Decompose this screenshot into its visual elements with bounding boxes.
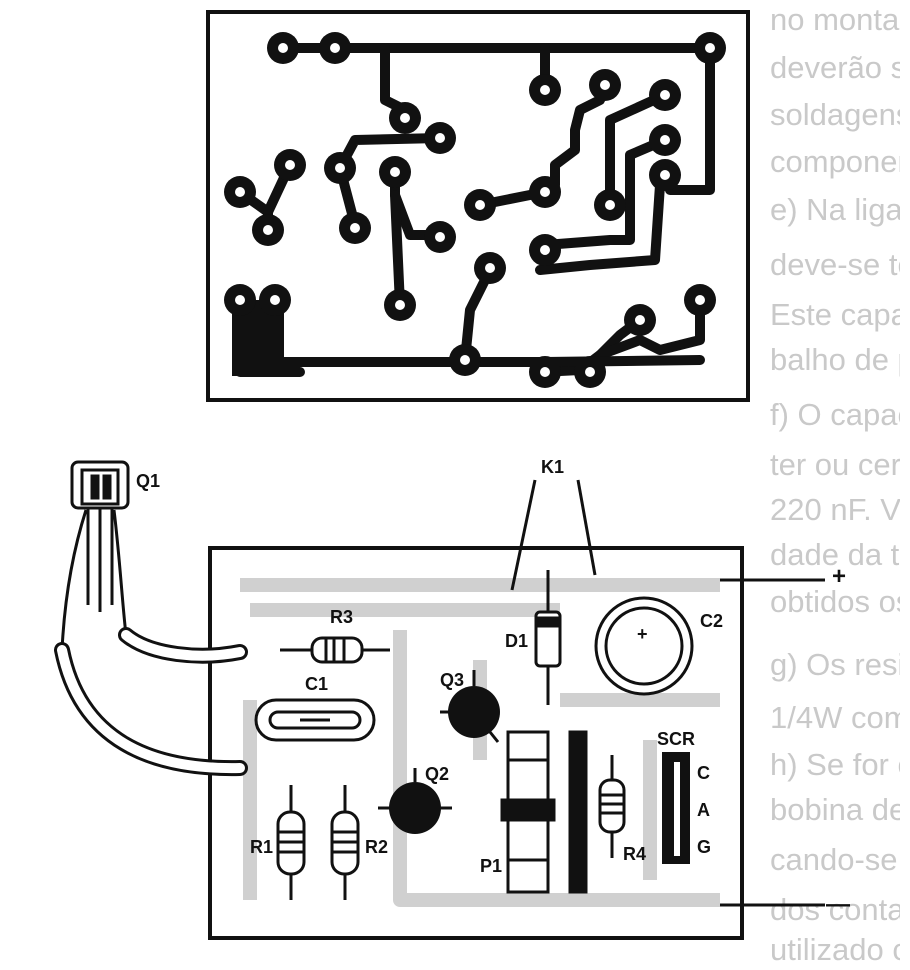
bg-line: soldagens é perigoso à integridade deste… <box>770 97 900 132</box>
label-minus: — <box>826 891 850 918</box>
bg-line: bobina deve ser feita com cuidado, ident… <box>770 792 900 827</box>
label-q2: Q2 <box>425 764 450 784</box>
label-scr: SCR <box>657 729 696 749</box>
bg-line: g) Os resistores são todos de 1/8W ou <box>770 647 900 682</box>
c2-capacitor <box>594 596 694 696</box>
bg-line: ter ou cerâmico, com valores entre 47 nF… <box>770 447 900 482</box>
q2-transistor <box>389 782 441 834</box>
label-scr-c: C <box>697 763 710 783</box>
bg-line: no montagem: todo a posição dos que <box>770 2 900 37</box>
bg-line: deve-se tomar cuidado com sua polaridade… <box>770 247 900 282</box>
bg-line: Este capacitor tem uma tensão de tra- <box>770 297 900 332</box>
bg-line: deverão ser soldados: o excesso de calor… <box>770 50 900 85</box>
pcb-component-layout <box>54 460 825 940</box>
label-q3: Q3 <box>440 670 465 690</box>
bg-line: dade da tensão do circuito, devem ser <box>770 537 900 572</box>
bg-line: 220 nF. Veja que este capacitor, da pola… <box>770 492 900 527</box>
label-r4: R4 <box>623 844 647 864</box>
label-c1: C1 <box>305 674 329 694</box>
q1-wires <box>54 627 248 777</box>
bg-line: f) O capacitor menor pode ser de poliést… <box>770 397 900 432</box>
label-p1: P1 <box>480 856 503 876</box>
r2-resistor <box>330 785 360 900</box>
bg-line: e) Na ligação do capacitor eletrolítico, <box>770 192 900 227</box>
r3-resistor <box>280 636 390 664</box>
c1-capacitor <box>254 698 376 742</box>
q2-leads <box>378 768 452 810</box>
label-scr-a: A <box>697 800 710 820</box>
copper-pad-holes <box>235 43 715 377</box>
q1-transistor <box>60 460 130 651</box>
bg-line: cando-se os terminais do mesmo. Os termi… <box>770 842 900 877</box>
label-plus: + <box>832 563 847 590</box>
label-c2: C2 <box>700 611 724 631</box>
label-r3: R3 <box>330 607 354 627</box>
label-k1: K1 <box>541 457 565 477</box>
label-q1: Q1 <box>136 471 161 491</box>
bg-line: 1/4W com tolerâncias de 10% ou 20%. <box>770 700 900 735</box>
k1-pointer-lines <box>510 479 597 591</box>
label-r1: R1 <box>250 837 274 857</box>
p1-trimmer <box>500 730 588 894</box>
q3-transistor <box>448 686 500 738</box>
label-c2-plus: + <box>637 624 648 644</box>
bg-line: componentes. <box>770 144 900 179</box>
r1-resistor <box>276 785 306 900</box>
r4-resistor <box>598 755 626 858</box>
bg-line: dos contatos vão ao circuito controlado <box>770 892 900 927</box>
q3-leads <box>440 670 500 743</box>
d1-diode <box>534 570 562 705</box>
bg-line: h) Se for o caso da relé, a ligação da <box>770 747 900 782</box>
label-d1: D1 <box>505 631 529 651</box>
label-scr-g: G <box>697 837 712 857</box>
scr-device <box>662 752 690 864</box>
pcb-copper-layout <box>206 10 750 402</box>
bg-line: balho de pelo menos 12V. <box>770 342 900 377</box>
power-leads <box>720 578 825 907</box>
bg-line: obtidos os desejados por esse a ser alte… <box>770 584 900 619</box>
label-r2: R2 <box>365 837 389 857</box>
